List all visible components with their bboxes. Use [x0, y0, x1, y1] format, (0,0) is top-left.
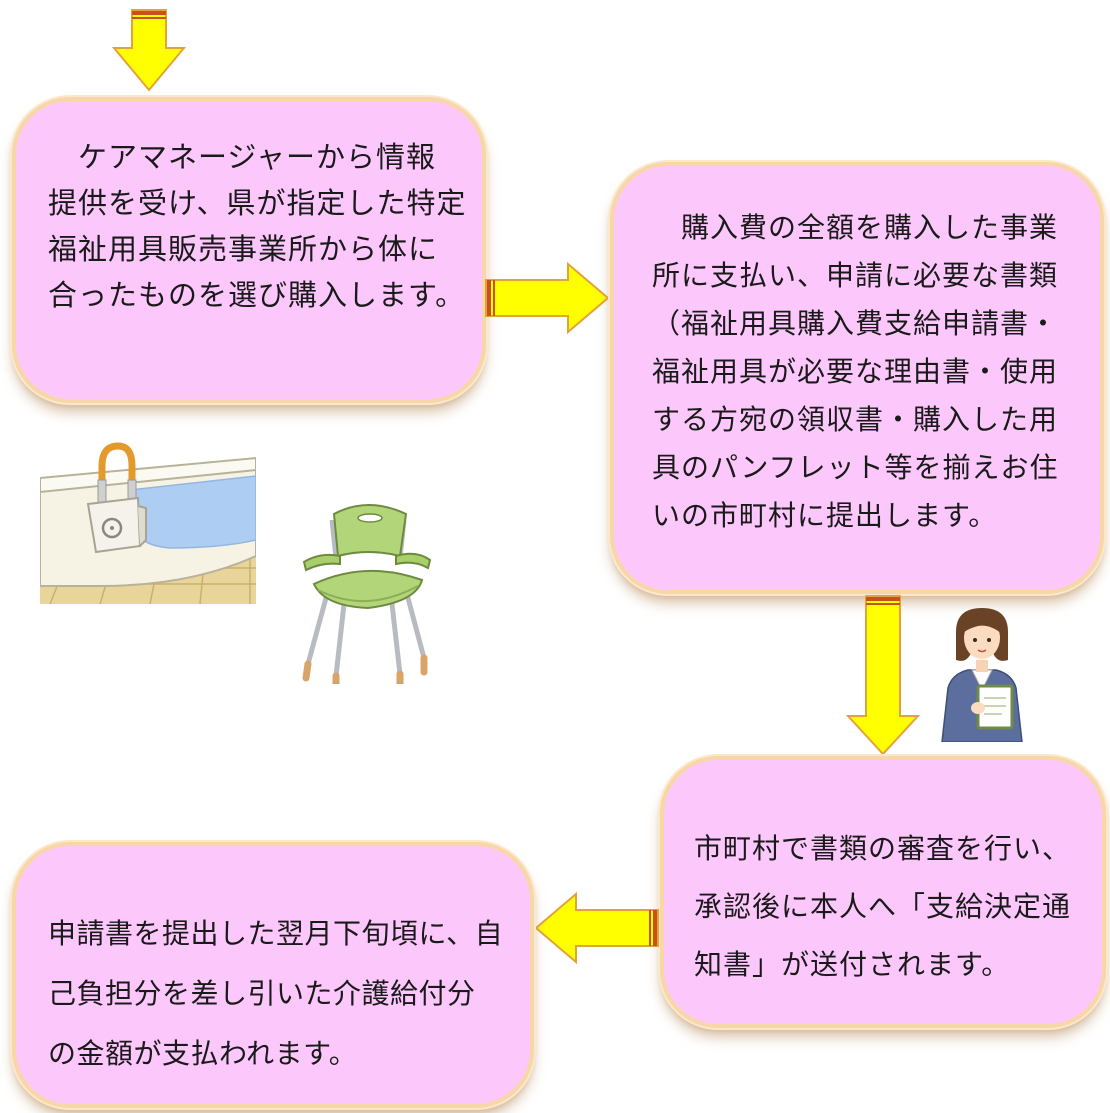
- staff-woman-illustration: [941, 608, 1023, 742]
- step-1-text: ケアマネージャーから情報 提供を受け、県が指定した特定 福祉用具販売事業所から体…: [48, 134, 467, 318]
- step-2-text: 購入費の全額を購入した事業 所に支払い、申請に必要な書類 （福祉用具購入費支給申…: [652, 204, 1086, 540]
- step-3-line: 知書」が送付されます。: [694, 948, 1011, 981]
- step-4-line: 申請書を提出した翌月下旬頃に、自: [48, 917, 504, 950]
- step-2-line: 福祉用具が必要な理由書・使用: [652, 355, 1059, 388]
- right-arrow-icon: [485, 262, 610, 334]
- step-4-line: 己負担分を差し引いた介護給付分: [48, 977, 476, 1010]
- step-2-line: する方宛の領収書・購入した用: [652, 403, 1059, 436]
- step-2-line: いの市町村に提出します。: [652, 499, 998, 532]
- down-arrow-icon: [846, 595, 920, 756]
- step-4-line: の金額が支払われます。: [48, 1037, 358, 1070]
- step-2-box: 購入費の全額を購入した事業 所に支払い、申請に必要な書類 （福祉用具購入費支給申…: [610, 162, 1104, 594]
- left-arrow-icon: [534, 892, 659, 964]
- step-1-line: 福祉用具販売事業所から体に: [48, 232, 439, 266]
- step-2-line: 購入費の全額を購入した事業: [652, 211, 1059, 244]
- step-3-line: 市町村で書類の審査を行い、: [694, 832, 1072, 865]
- step-3-text: 市町村で書類の審査を行い、 承認後に本人へ「支給決定通 知書」が送付されます。: [694, 820, 1088, 994]
- step-1-box: ケアマネージャーから情報 提供を受け、県が指定した特定 福祉用具販売事業所から体…: [12, 97, 486, 403]
- bathtub-grab-bar-illustration: [40, 442, 256, 604]
- step-4-text: 申請書を提出した翌月下旬頃に、自 己負担分を差し引いた介護給付分 の金額が支払わ…: [48, 904, 520, 1084]
- step-1-line: ケアマネージャーから情報: [48, 140, 436, 174]
- step-3-line: 承認後に本人へ「支給決定通: [694, 890, 1072, 923]
- step-2-line: 具のパンフレット等を揃えお住: [652, 451, 1059, 484]
- shower-chair-illustration: [302, 504, 432, 684]
- down-arrow-icon-top: [112, 9, 186, 92]
- step-3-box: 市町村で書類の審査を行い、 承認後に本人へ「支給決定通 知書」が送付されます。: [660, 756, 1106, 1028]
- step-4-box: 申請書を提出した翌月下旬頃に、自 己負担分を差し引いた介護給付分 の金額が支払わ…: [12, 842, 534, 1108]
- step-2-line: （福祉用具購入費支給申請書・: [652, 307, 1059, 340]
- step-1-line: 合ったものを選び購入します。: [48, 278, 466, 312]
- step-1-line: 提供を受け、県が指定した特定: [48, 186, 467, 220]
- step-2-line: 所に支払い、申請に必要な書類: [652, 259, 1059, 292]
